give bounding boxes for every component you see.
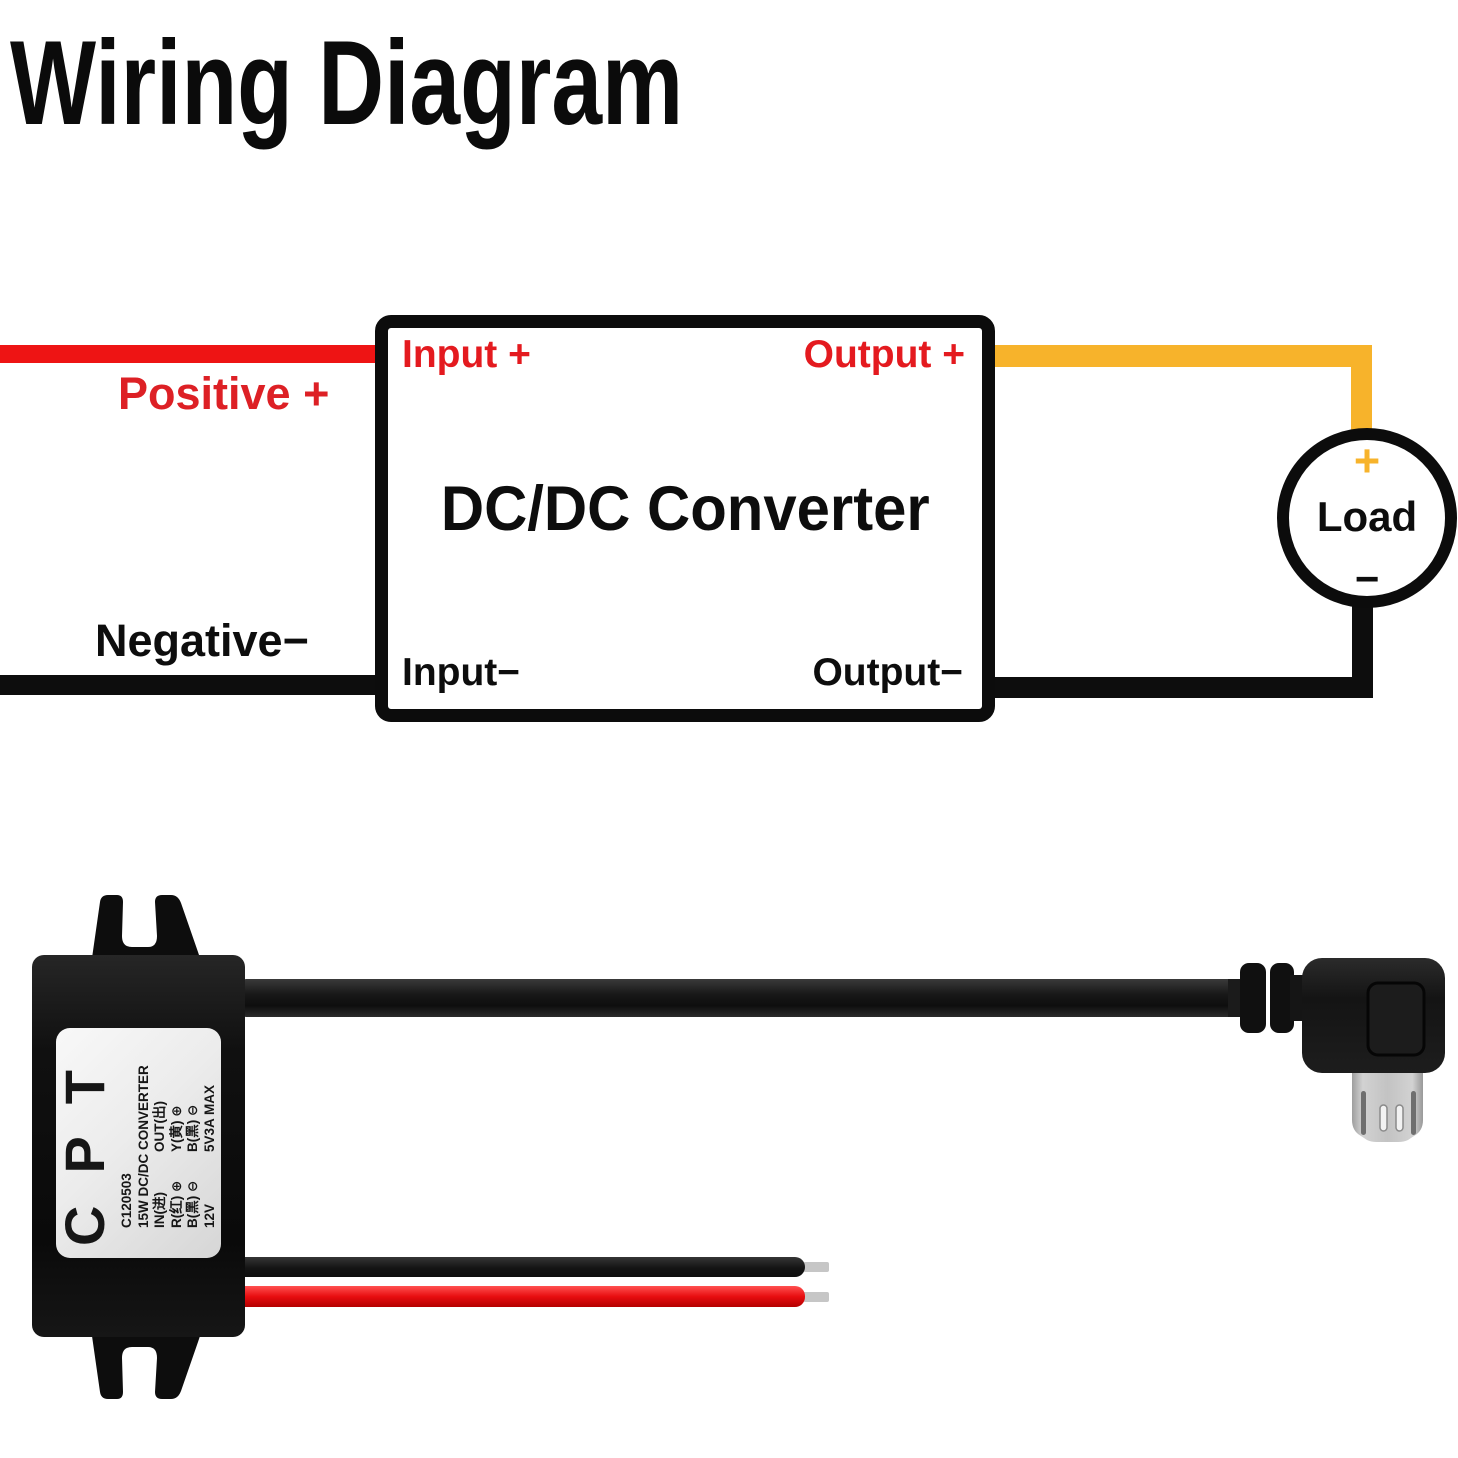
housing-emboss xyxy=(1366,981,1426,1057)
label-black-wire-out: B(黑) ⊖ xyxy=(185,1104,200,1152)
product-name: 15W DC/DC CONVERTER xyxy=(135,1065,151,1228)
output-negative-wire-horizontal xyxy=(995,677,1373,698)
label-row-in-out: IN(进) OUT(出) xyxy=(152,1028,169,1258)
dc-dc-converter-box: Input + Output + DC/DC Converter Input− … xyxy=(375,315,995,722)
label-row-black-black: B(黑) ⊖ B(黑) ⊖ xyxy=(185,1028,202,1258)
mounting-tab-bottom xyxy=(92,1336,200,1399)
input-wire-black xyxy=(235,1257,805,1277)
micro-usb-connector xyxy=(1228,958,1445,1142)
load-label: Load xyxy=(1316,493,1418,540)
load-positive-mark: + xyxy=(1353,435,1381,486)
brand-logo: CPT xyxy=(56,1038,116,1246)
converter-title-wrap: DC/DC Converter xyxy=(388,478,982,541)
converter-input-positive-label: Input + xyxy=(402,333,531,376)
model-number: C120503 xyxy=(119,1173,134,1228)
strain-relief xyxy=(1228,963,1312,1033)
plug-slot-left xyxy=(1361,1091,1366,1135)
label-out: OUT(出) xyxy=(152,1101,167,1152)
page-title: Wiring Diagram xyxy=(10,16,684,150)
label-black-wire-in: B(黑) ⊖ xyxy=(185,1180,200,1228)
positive-input-wire xyxy=(0,345,377,363)
label-yellow-wire: Y(黄) ⊕ xyxy=(168,1105,184,1152)
input-wire-red xyxy=(232,1286,805,1307)
label-in: IN(进) xyxy=(152,1192,167,1228)
output-positive-wire-vertical xyxy=(1351,345,1372,442)
negative-input-wire xyxy=(0,675,379,695)
converter-title: DC/DC Converter xyxy=(440,474,930,544)
load-circle: + Load − xyxy=(1277,428,1457,608)
label-red-wire: R(红) ⊕ xyxy=(168,1180,184,1228)
label-row-red-yellow: R(红) ⊕ Y(黄) ⊕ xyxy=(169,1028,186,1258)
plug-contact-right xyxy=(1395,1104,1404,1132)
bare-wire-tip-red xyxy=(803,1292,829,1302)
output-cable xyxy=(243,979,1245,1017)
label-input-voltage: 12V xyxy=(201,1203,217,1228)
plug-contact-left xyxy=(1379,1104,1388,1132)
positive-label: Positive + xyxy=(118,368,330,419)
negative-label: Negative− xyxy=(95,615,309,666)
bare-wire-tip-black xyxy=(803,1262,829,1272)
plug-slot-right xyxy=(1411,1091,1416,1135)
converter-output-negative-label: Output− xyxy=(812,651,963,694)
converter-output-positive-label: Output + xyxy=(803,333,965,376)
module-label: CPT C120503 15W DC/DC CONVERTER IN(进) OU… xyxy=(56,1028,221,1258)
load-negative-mark: − xyxy=(1354,555,1380,602)
module-label-rotated-content: CPT C120503 15W DC/DC CONVERTER IN(进) OU… xyxy=(56,1028,221,1258)
label-row-ratings: 12V 5V3A MAX xyxy=(202,1028,219,1258)
mounting-tab-top xyxy=(92,895,200,958)
converter-input-negative-label: Input− xyxy=(402,651,521,694)
label-output-rating: 5V3A MAX xyxy=(201,1084,217,1152)
output-positive-wire-horizontal xyxy=(995,345,1372,367)
output-negative-wire-vertical xyxy=(1352,598,1373,698)
